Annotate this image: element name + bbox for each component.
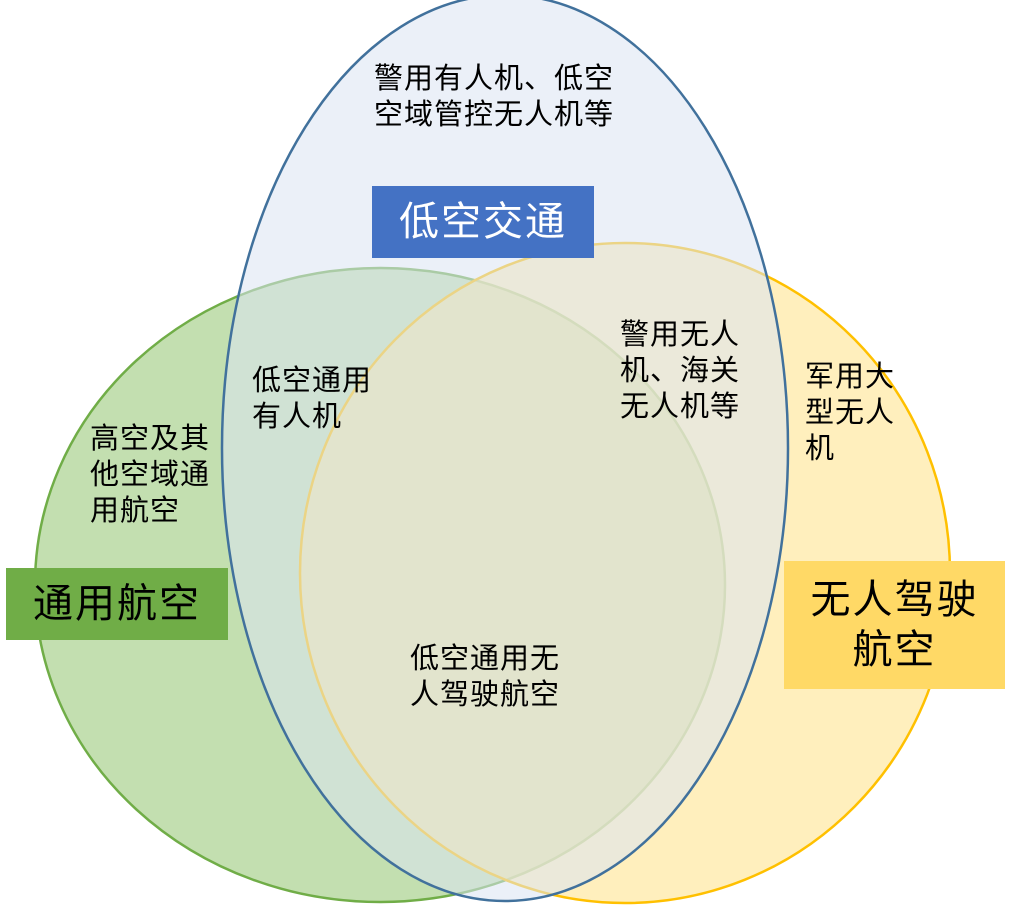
region-low-general: 低空通用 有人机 xyxy=(252,363,373,433)
region-all-three: 低空通用无 人驾驶航空 xyxy=(410,641,561,711)
unmanned-aviation-label: 无人驾驶 航空 xyxy=(784,561,1005,689)
region-unmanned-only: 军用大 型无人 机 xyxy=(805,359,896,465)
low-altitude-traffic-circle xyxy=(220,0,790,903)
region-low-unmanned: 警用无人 机、海关 无人机等 xyxy=(620,317,741,423)
region-general-only: 高空及其 他空域通 用航空 xyxy=(90,421,211,527)
region-low-altitude-only: 警用有人机、低空 空域管控无人机等 xyxy=(374,61,615,131)
general-aviation-label: 通用航空 xyxy=(6,568,228,640)
low-altitude-traffic-label: 低空交通 xyxy=(372,186,594,258)
